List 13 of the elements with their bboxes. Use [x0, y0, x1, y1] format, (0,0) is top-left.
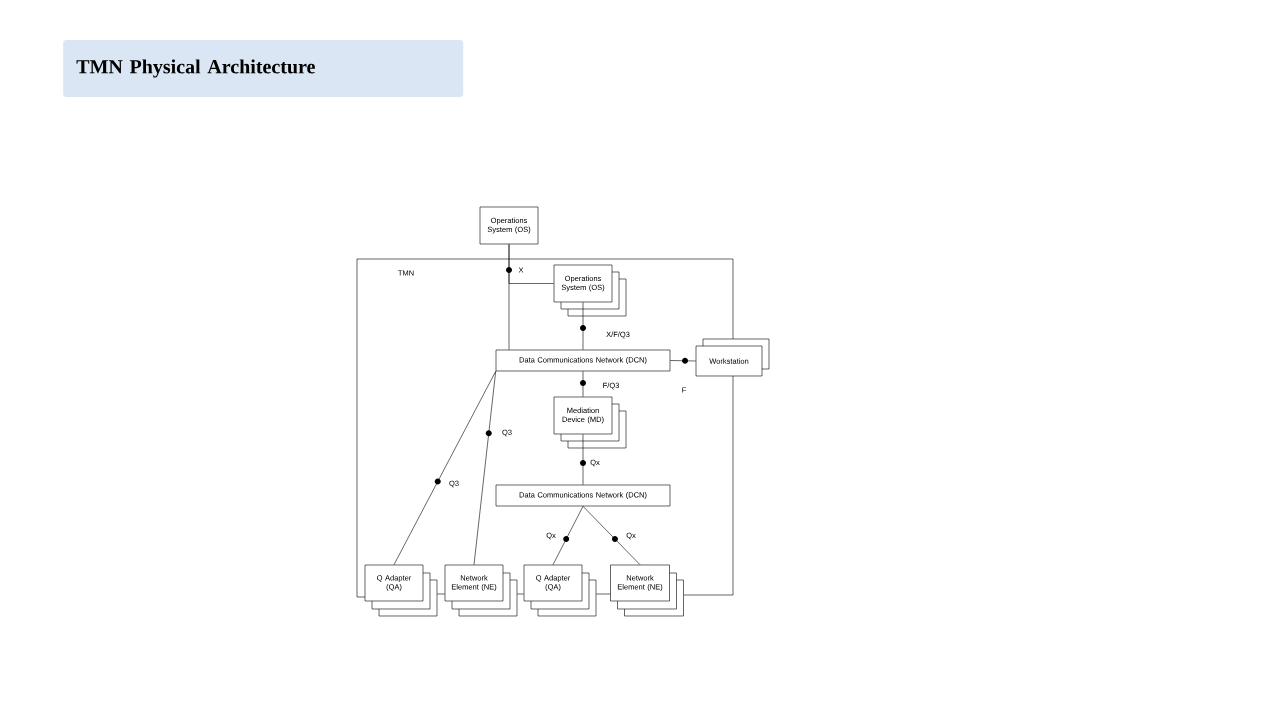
connector-line: [393, 371, 496, 565]
connector-line: [596, 593, 611, 595]
connector-line: [517, 593, 524, 595]
connector-line: [580, 371, 586, 397]
connector-line: [437, 593, 445, 595]
connector-line: [580, 434, 586, 485]
connector-line: [582, 506, 641, 565]
connector-line: [552, 506, 584, 565]
connector-line: [670, 357, 696, 364]
connector-line: [473, 371, 496, 565]
connector-line: [580, 302, 586, 350]
connector-line: [506, 244, 512, 350]
title-banner: TMN Physical Architecture: [63, 40, 464, 97]
